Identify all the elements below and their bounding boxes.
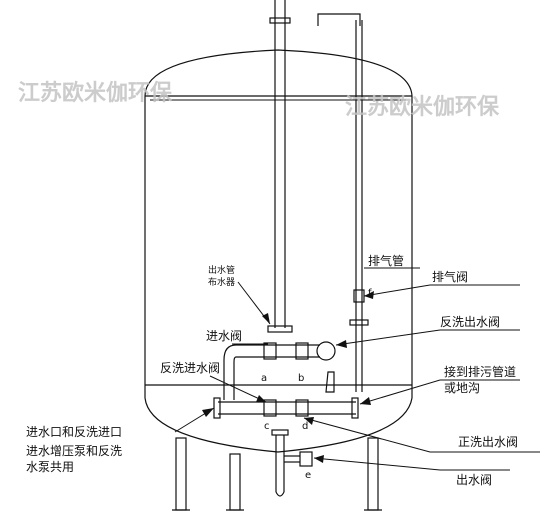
valve-letter-f: f: [368, 288, 372, 299]
arrow-drain: [360, 397, 371, 405]
leg-center: [229, 453, 241, 511]
arrow-rinse-outlet: [304, 417, 314, 425]
valve-letter-d: d: [302, 421, 308, 432]
label-small-note-1: 出水管: [208, 264, 235, 276]
valve-e-body: [299, 451, 313, 467]
leg-left: [175, 437, 187, 511]
label-exhaust-valve: 排气阀: [432, 269, 468, 284]
label-backwash-outlet-valve: 反洗出水阀: [440, 315, 500, 329]
leg-right: [367, 437, 379, 511]
exhaust-pipe-hook: [317, 13, 361, 26]
label-inlet-valve: 进水阀: [206, 329, 242, 343]
label-outlet-valve: 出水阀: [456, 473, 492, 487]
leader-exhaust-valve: [363, 284, 431, 297]
center-pipe-top-flange: [269, 17, 291, 24]
valve-letter-c: c: [264, 421, 270, 432]
arrow-backwash-inlet: [256, 395, 266, 402]
watermark-right: 江苏欧米伽环保: [345, 94, 500, 120]
label-inlet-port: 进水口和反洗进口: [26, 425, 122, 439]
label-exhaust-pipe: 排气管: [368, 253, 404, 268]
valve-letter-a: a: [261, 373, 267, 384]
bottom-nozzle-flange: [271, 429, 289, 436]
bottom-outlet-end: [275, 491, 285, 497]
distributor-flange: [267, 325, 293, 333]
valve-d-body: [295, 399, 309, 417]
leader-rinse-outlet: [303, 417, 431, 453]
arrow-small-note: [262, 313, 270, 324]
label-backwash-inlet-valve: 反洗进水阀: [160, 361, 220, 375]
arrow-inlet-port: [202, 408, 214, 417]
exhaust-valve-flange: [349, 319, 369, 326]
backwash-outlet-elbow: [316, 341, 336, 361]
watermark-left: 江苏欧米伽环保: [18, 80, 173, 106]
leader-outlet: [313, 457, 441, 471]
drain-flange: [351, 397, 359, 419]
elbow-left: [223, 344, 237, 400]
label-pump-line2: 水泵共用: [26, 460, 74, 474]
elbow-left-inner: [233, 356, 237, 400]
label-rinse-outlet-valve: 正洗出水阀: [458, 435, 518, 449]
label-pump-line1: 进水增压泵和反洗: [26, 444, 122, 458]
valve-a-body: [263, 342, 277, 360]
arrow-backwash-outlet: [336, 340, 347, 348]
label-drain-line1: 接到排污管道: [444, 364, 516, 379]
leader-drain: [359, 379, 441, 405]
rinse-outlet-loop: [325, 371, 335, 393]
valve-c-body: [263, 399, 277, 417]
arrow-exhaust-valve: [364, 291, 374, 299]
tank-bottom-head: [144, 397, 413, 453]
leader-backwash-inlet: [209, 375, 267, 403]
label-small-note-2: 布水器: [208, 276, 235, 288]
tank-top-head: [144, 49, 413, 97]
leader-backwash-outlet: [335, 329, 441, 346]
label-drain-line2: 或地沟: [444, 381, 480, 395]
inlet-port-flange: [213, 397, 221, 419]
valve-letter-b: b: [298, 373, 304, 384]
valve-b-body: [295, 342, 309, 360]
arrow-outlet: [314, 455, 324, 463]
valve-letter-e: e: [305, 470, 311, 481]
